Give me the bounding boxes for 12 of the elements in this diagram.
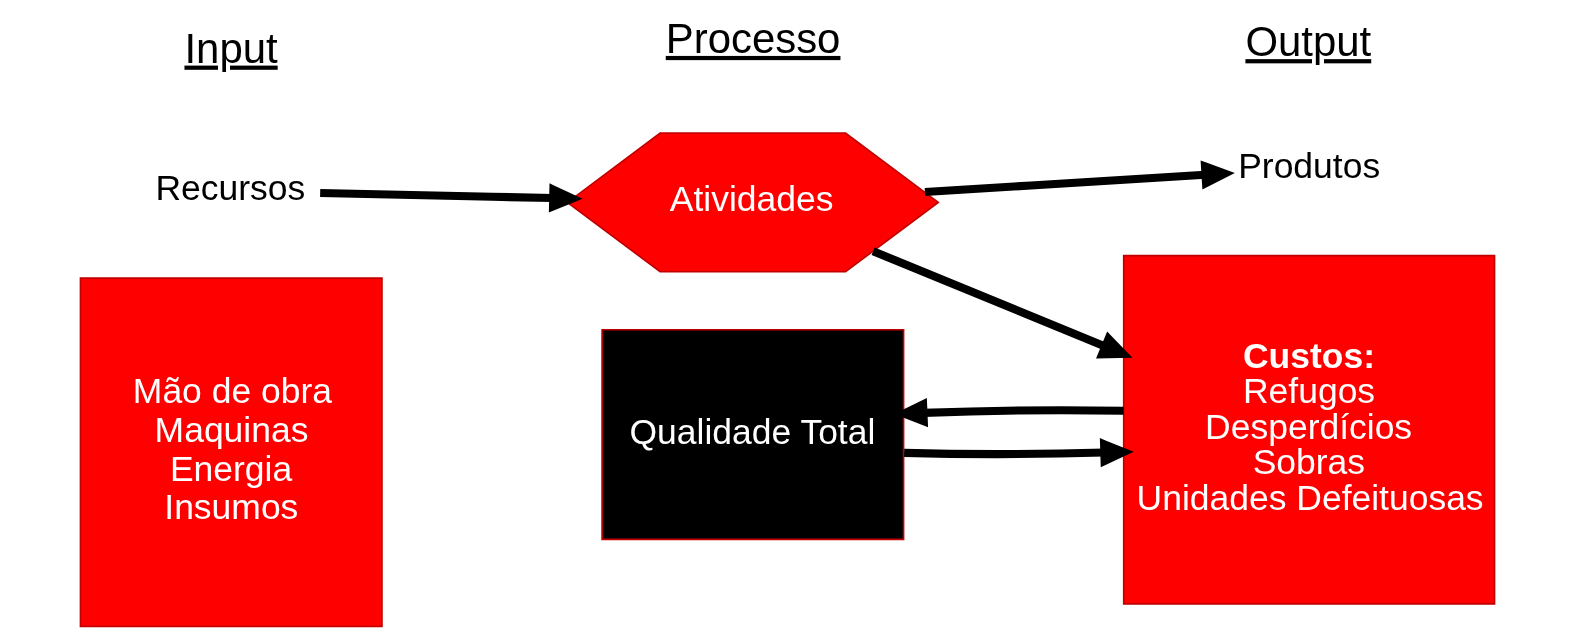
node-box: Qualidade Total [601,328,905,541]
label: Processo [665,14,841,62]
label: Output [1245,18,1372,66]
node-box: Mão de obra Maquinas Energia Insumos [79,277,383,628]
arrow [871,247,1133,359]
arrow [924,160,1235,196]
arrow [904,438,1134,468]
node-text: Produtos [1238,145,1381,186]
node-text: Recursos [155,168,306,209]
node-box: Custos: Refugos Desperdícios Sobras Unidades Defeituosas [1122,254,1496,605]
arrow [320,183,583,213]
label: Input [184,24,278,72]
